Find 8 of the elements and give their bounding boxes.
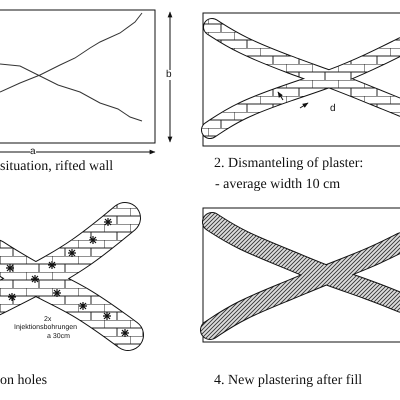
caption: 2. Dismanteling of plaster:: [214, 157, 364, 171]
caption: 4. New plastering after fill: [214, 374, 362, 388]
dimension-label: a: [30, 147, 36, 157]
caption: on holes: [0, 374, 48, 388]
dimension-label: d: [330, 104, 336, 114]
dimension-label: b: [166, 70, 172, 80]
caption: - average width 10 cm: [215, 178, 340, 192]
caption: situation, rifted wall: [0, 160, 114, 174]
